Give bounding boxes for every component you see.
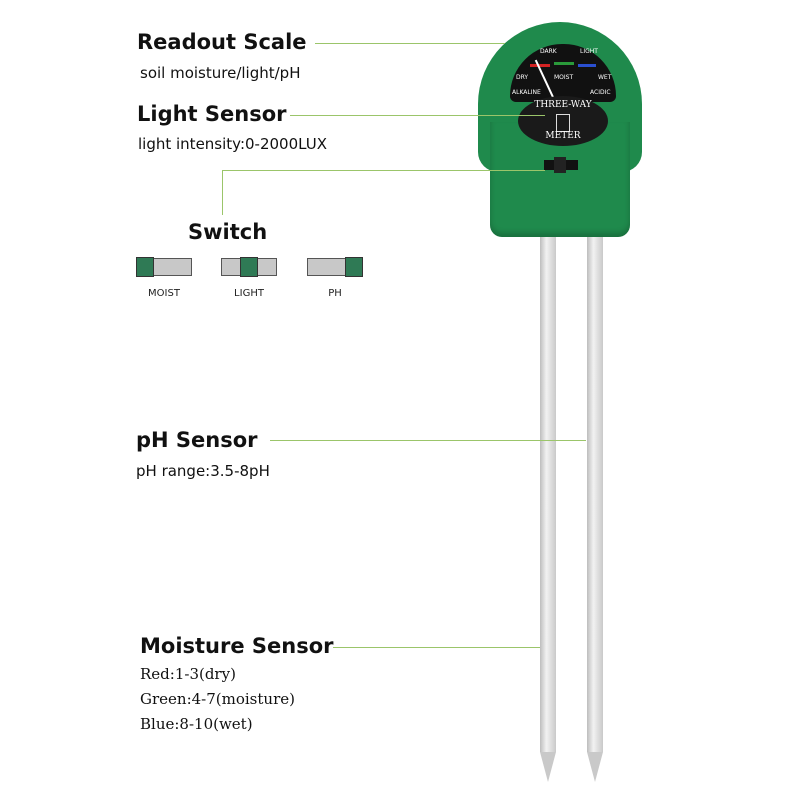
ph-subtitle: pH range:3.5-8pH [136, 462, 270, 480]
mode-switch[interactable] [544, 157, 578, 173]
label-alkaline: ALKALINE [512, 89, 541, 96]
probe-ph-tip [540, 752, 556, 782]
moisture-line-green: Green:4-7(moisture) [140, 690, 295, 708]
moisture-line-blue: Blue:8-10(wet) [140, 715, 253, 733]
switch-diagram-ph [307, 257, 363, 277]
switch-title: Switch [188, 220, 268, 244]
moisture-leader-line [333, 647, 540, 648]
light-sensor-window [556, 114, 570, 132]
switch-label-moist: MOIST [148, 288, 180, 299]
light-leader-line [290, 115, 545, 116]
brand-top: THREE-WAY [534, 100, 592, 110]
readout-subtitle: soil moisture/light/pH [140, 64, 301, 82]
switch-leader-line [222, 170, 545, 171]
ph-leader-line [270, 440, 586, 441]
switch-diagram-light [221, 257, 277, 277]
readout-title: Readout Scale [137, 30, 307, 54]
switch-label-ph: PH [328, 288, 342, 299]
probe-moisture [587, 232, 603, 752]
moisture-line-red: Red:1-3(dry) [140, 665, 236, 683]
light-sensor-panel: THREE-WAY METER [518, 96, 608, 146]
light-subtitle: light intensity:0-2000LUX [138, 135, 328, 153]
label-dry: DRY [516, 74, 529, 81]
switch-label-light: LIGHT [234, 288, 264, 299]
light-title: Light Sensor [137, 102, 287, 126]
brand-bottom: METER [545, 131, 581, 141]
switch-diagram-moist [136, 257, 192, 277]
label-acidic: ACIDIC [590, 89, 611, 96]
switch-leader-drop [222, 170, 223, 215]
ph-title: pH Sensor [136, 428, 258, 452]
label-light: LIGHT [580, 48, 598, 55]
label-moist: MOIST [554, 74, 574, 81]
meter-body: DARK LIGHT DRY MOIST WET ALKALINE ACIDIC… [478, 22, 642, 237]
readout-leader-line [315, 43, 505, 44]
probe-ph [540, 232, 556, 752]
label-wet: WET [598, 74, 612, 81]
probe-moisture-tip [587, 752, 603, 782]
label-dark: DARK [540, 48, 557, 55]
moisture-title: Moisture Sensor [140, 634, 334, 658]
